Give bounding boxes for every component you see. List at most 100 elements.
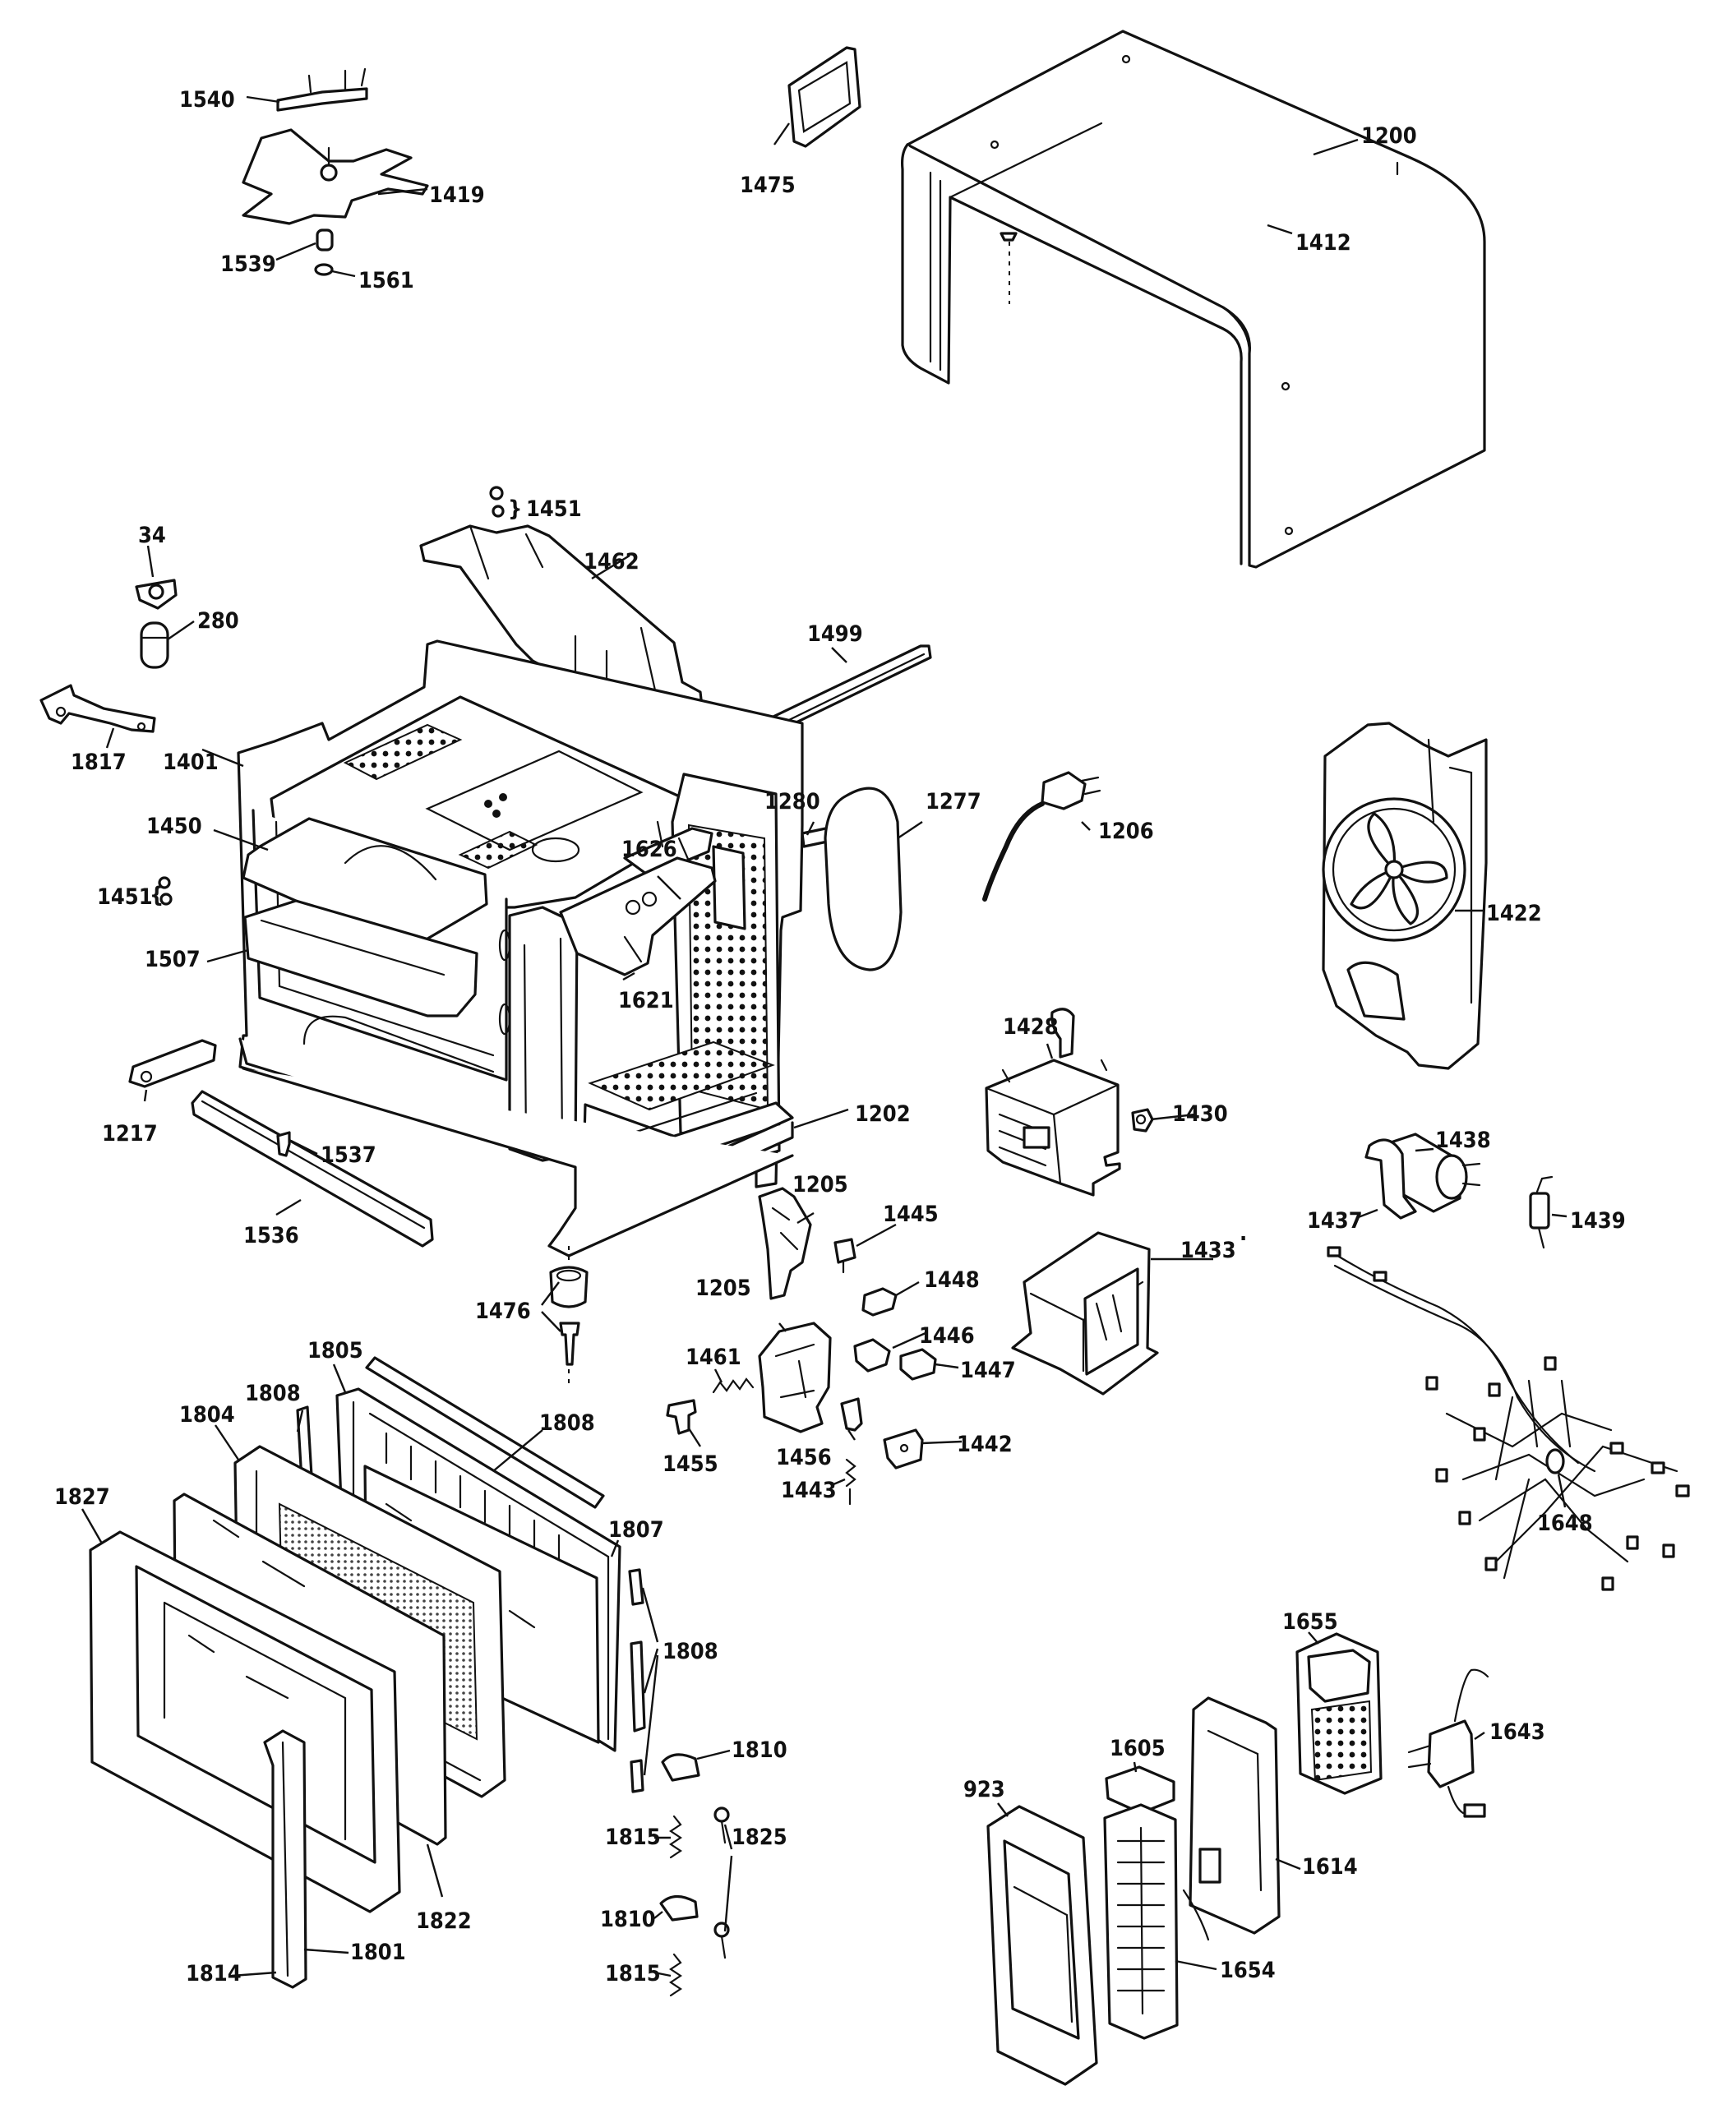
switch-1448 xyxy=(861,1287,898,1317)
label-1621: 1621 xyxy=(618,988,674,1013)
coupler-1539 xyxy=(316,228,334,251)
label-1539: 1539 xyxy=(220,251,276,277)
fan-motor-1422 xyxy=(1322,722,1488,1070)
dot-1433: · xyxy=(1240,1226,1247,1252)
washer-1561 xyxy=(314,263,334,276)
control-panel-frame-923 xyxy=(986,1805,1098,2086)
label-1814: 1814 xyxy=(186,1961,242,1986)
label-1807: 1807 xyxy=(608,1517,664,1543)
label-1206: 1206 xyxy=(1098,819,1154,844)
part-labels: 1540 1419 1539 1561 1475 1200 1412 } 145… xyxy=(54,87,1626,1986)
shelf-1507 xyxy=(243,899,478,1017)
label-1217: 1217 xyxy=(102,1121,158,1147)
turntable-roller-guide-1419 xyxy=(242,128,429,225)
label-1815-lower: 1815 xyxy=(605,1961,661,1986)
label-1205-upper: 1205 xyxy=(792,1172,848,1197)
label-1202: 1202 xyxy=(855,1101,911,1127)
leader-lines xyxy=(81,95,1567,1977)
lamp-280 xyxy=(140,621,169,669)
wire-harness-1648 xyxy=(1327,1246,1690,1591)
label-1808-left: 1808 xyxy=(245,1381,301,1406)
latch-1810-lower xyxy=(659,1894,699,1922)
choke-rail-1536 xyxy=(191,1090,434,1248)
thermal-protector-1430 xyxy=(1131,1108,1154,1133)
label-1439: 1439 xyxy=(1570,1208,1626,1234)
label-1437: 1437 xyxy=(1307,1208,1363,1234)
bracket-1451-side: { xyxy=(150,883,164,908)
label-1804: 1804 xyxy=(179,1402,235,1428)
label-1475: 1475 xyxy=(740,173,796,198)
foot-1476 xyxy=(549,1246,589,1386)
capacitor-bracket-1437 xyxy=(1364,1138,1417,1220)
label-1401: 1401 xyxy=(163,750,219,775)
label-1815-upper: 1815 xyxy=(605,1825,661,1850)
spring-1461 xyxy=(712,1377,755,1394)
label-1654: 1654 xyxy=(1220,1958,1276,1983)
shield-cover-1475 xyxy=(787,46,861,148)
latch-1810-upper xyxy=(661,1753,700,1782)
label-1540: 1540 xyxy=(179,87,235,113)
label-1822: 1822 xyxy=(416,1908,472,1934)
transformer-1643 xyxy=(1407,1668,1489,1818)
label-1433: 1433 xyxy=(1180,1238,1236,1263)
label-1428: 1428 xyxy=(1003,1014,1059,1040)
label-1499: 1499 xyxy=(807,621,863,647)
label-1462: 1462 xyxy=(584,549,639,574)
label-1455: 1455 xyxy=(663,1451,718,1477)
label-1277: 1277 xyxy=(926,789,981,814)
window-1605 xyxy=(1105,1765,1175,1815)
label-1801: 1801 xyxy=(350,1940,406,1965)
label-1447: 1447 xyxy=(960,1358,1016,1383)
clip-1537 xyxy=(276,1131,291,1157)
label-1438: 1438 xyxy=(1435,1128,1491,1153)
label-1643: 1643 xyxy=(1489,1719,1545,1745)
control-bracket-1614 xyxy=(1182,1696,1281,1941)
label-1448: 1448 xyxy=(924,1267,980,1293)
bracket-1442 xyxy=(883,1428,924,1470)
magnetron-1428 xyxy=(985,1008,1121,1197)
pin-1825-upper xyxy=(713,1806,730,1844)
label-1808-right: 1808 xyxy=(663,1639,718,1664)
turntable-support-1540 xyxy=(276,67,368,112)
bracket-1451-top: } xyxy=(508,496,522,522)
label-1419: 1419 xyxy=(429,182,485,208)
label-280: 280 xyxy=(197,608,239,634)
switch-1446 xyxy=(853,1338,891,1373)
lamp-bracket-1817 xyxy=(39,684,156,733)
label-1422: 1422 xyxy=(1486,901,1542,926)
label-1476: 1476 xyxy=(475,1299,531,1324)
spring-1815-upper xyxy=(669,1815,682,1859)
choke-strips-1808 xyxy=(628,1568,646,1793)
label-1461: 1461 xyxy=(686,1345,741,1370)
switch-holder-1205-upper xyxy=(758,1187,812,1300)
label-1456: 1456 xyxy=(776,1445,832,1470)
label-1451-top: 1451 xyxy=(526,496,582,522)
label-1445: 1445 xyxy=(883,1202,939,1227)
label-1536: 1536 xyxy=(243,1223,299,1248)
label-1507: 1507 xyxy=(145,947,201,972)
screws-1451-top xyxy=(489,486,505,518)
label-1450: 1450 xyxy=(146,814,202,839)
latch-1455 xyxy=(666,1399,697,1435)
label-1446: 1446 xyxy=(919,1323,975,1349)
label-1655: 1655 xyxy=(1282,1609,1338,1635)
label-1827: 1827 xyxy=(54,1484,110,1510)
label-1626: 1626 xyxy=(621,837,677,862)
label-1412: 1412 xyxy=(1295,230,1351,256)
door-outer-frame-1827 xyxy=(89,1530,401,1913)
label-1561: 1561 xyxy=(358,268,414,293)
label-923: 923 xyxy=(963,1777,1005,1802)
label-1810-lower: 1810 xyxy=(600,1907,656,1932)
label-1442: 1442 xyxy=(957,1432,1013,1457)
control-board-mount-1621 xyxy=(559,856,717,976)
spring-1443 xyxy=(845,1458,856,1506)
screw-1412 xyxy=(1000,232,1018,304)
label-1443: 1443 xyxy=(781,1478,837,1503)
hv-diode-1439 xyxy=(1529,1175,1554,1249)
label-1825: 1825 xyxy=(732,1825,787,1850)
door-handle-1814 xyxy=(263,1729,307,1989)
screws-1451-side xyxy=(158,876,173,906)
stirrer-cover-1277 xyxy=(824,787,903,971)
label-1280: 1280 xyxy=(764,789,820,814)
label-1205-lower: 1205 xyxy=(695,1276,751,1301)
